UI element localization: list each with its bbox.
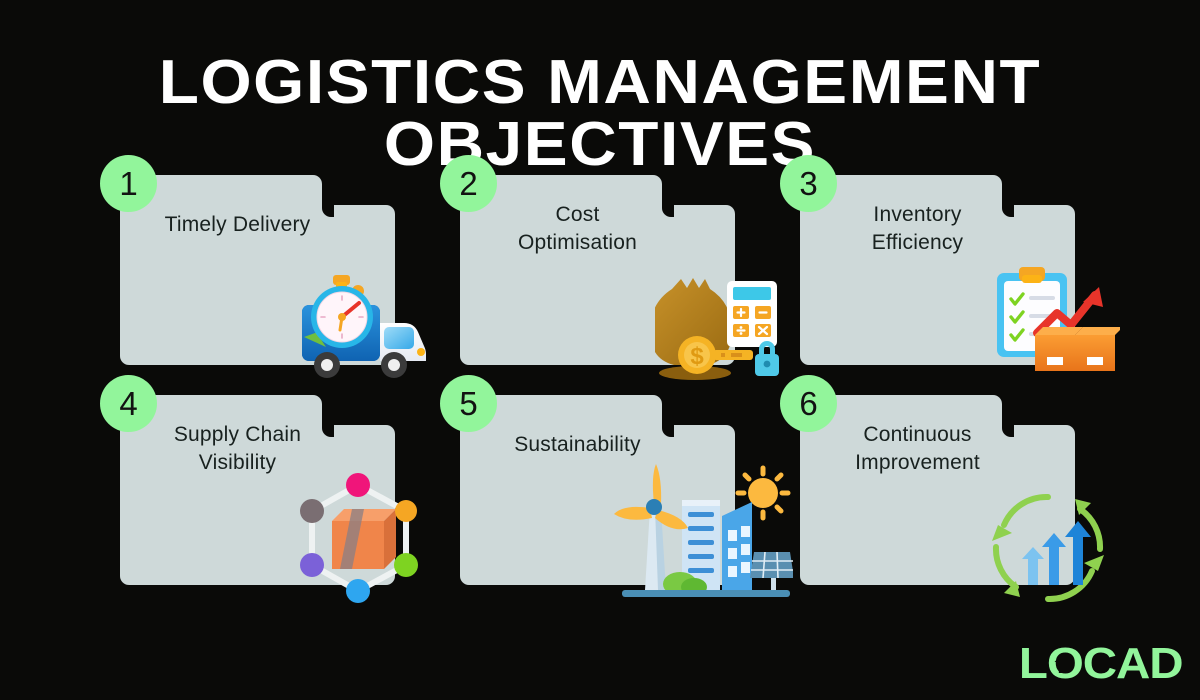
- objective-card-2[interactable]: 2 Cost Optimisation: [440, 155, 780, 385]
- card-number-badge: 5: [440, 375, 497, 432]
- card-step-notch: [322, 205, 334, 217]
- card-number-badge: 3: [780, 155, 837, 212]
- card-number: 5: [459, 384, 478, 422]
- card-label: Cost Optimisation: [517, 203, 638, 254]
- card-number-badge: 2: [440, 155, 497, 212]
- objective-card-6[interactable]: 6 Continuous Improvement: [780, 375, 1120, 605]
- card-label: Inventory Efficiency: [871, 203, 964, 254]
- objective-card-3[interactable]: 3 Inventory Efficiency: [780, 155, 1120, 385]
- card-step-notch: [322, 425, 334, 437]
- card-shape: [120, 175, 395, 365]
- card-number-badge: 4: [100, 375, 157, 432]
- card-label: Continuous Improvement: [855, 423, 980, 474]
- objective-card-5[interactable]: 5 Sustainability: [440, 375, 793, 605]
- card-step-notch: [1002, 205, 1014, 217]
- card-number: 2: [459, 164, 478, 202]
- card-number-badge: 1: [100, 155, 157, 212]
- card-shape: [460, 395, 735, 585]
- card-step-notch: [662, 425, 674, 437]
- objective-card-1[interactable]: 1 Timely Delivery: [100, 155, 440, 385]
- card-number: 6: [799, 384, 818, 422]
- card-number: 4: [119, 384, 138, 422]
- card-number: 1: [119, 164, 138, 202]
- card-label: Timely Delivery: [164, 213, 311, 236]
- objective-card-4[interactable]: 4 Supply Chain Visibility: [100, 375, 440, 605]
- card-label: Supply Chain Visibility: [173, 423, 302, 474]
- card-number: 3: [799, 164, 818, 202]
- card-label: Sustainability: [514, 433, 641, 456]
- locad-logo-text: LOCAD: [1018, 639, 1183, 688]
- card-number-badge: 6: [780, 375, 837, 432]
- up-arrow-in-o-icon: [1054, 653, 1072, 673]
- card-step-notch: [662, 205, 674, 217]
- card-step-notch: [1002, 425, 1014, 437]
- locad-logo[interactable]: LOCAD: [1018, 639, 1183, 688]
- page-title: LOGISTICS MANAGEMENT OBJECTIVES: [158, 48, 1042, 179]
